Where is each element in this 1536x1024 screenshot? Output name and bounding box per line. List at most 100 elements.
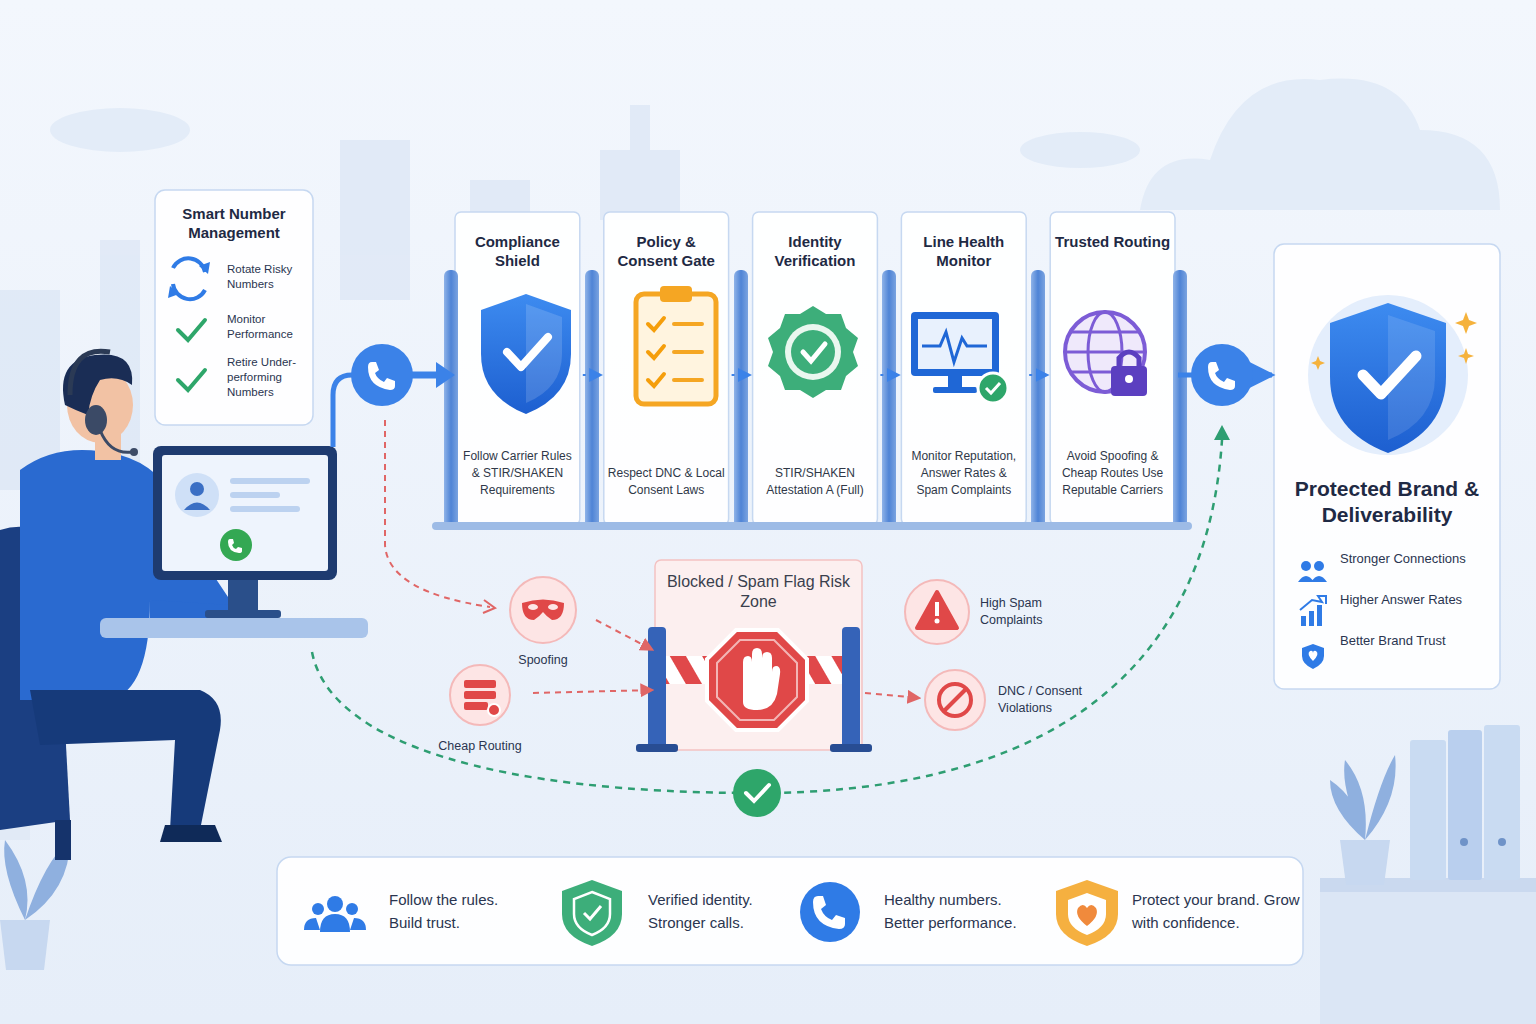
person-illustration-part [162,455,328,571]
person-illustration-part [85,405,107,435]
scenery-part [1460,838,1468,846]
risk-zone-box: Blocked / Spam Flag Risk Zone [655,560,862,750]
side-icons-part [173,258,205,272]
scenery-part [1484,725,1520,880]
heading-text: Line Health Monitor [905,232,1022,270]
scenery-part [0,920,50,970]
heading-text: Cheap Routing [438,739,521,753]
stage-icons-part-part [933,387,977,393]
stage-icons-part-part [911,312,999,376]
risk-icons [450,577,985,730]
brand-icons-part-part [1330,303,1446,453]
heading-text: High Spam Complaints [980,595,1064,629]
barrier-illustration-part-part [743,648,780,710]
risk-icons-part [944,689,966,711]
flow-connector [596,620,653,650]
stage-icons-part-part [481,294,571,414]
stage-icons-part [768,306,858,398]
node-panel [901,212,1026,525]
phone-connector-part [333,375,352,447]
brand-icons-part [1309,651,1318,661]
barrier-illustration-part [842,627,860,749]
gate-pillars-part [585,270,599,528]
tagline-text: Follow the rules. Build trust. [277,888,525,934]
person-illustration-part [205,610,281,618]
tagline-text: Healthy numbers. Better performance. [780,888,1030,934]
risk-icons-part [548,604,558,610]
body-text: Follow Carrier Rules & STIR/SHAKEN Requi… [459,448,576,499]
side-icons [168,258,210,390]
gate-stage-box: Line Health MonitorMonitor Reputation, A… [901,212,1026,525]
risk-icons-part [464,702,488,710]
stage-icons-part-part [1119,352,1139,366]
node-panel [604,212,729,525]
gate-pillars-part [1173,270,1187,528]
gate-stage-box: Trusted RoutingAvoid Spoofing & Cheap Ro… [1050,212,1175,525]
stage-icons-part [911,312,1008,403]
band-icons-part [574,892,610,935]
node-panel [155,190,313,425]
node-panel [455,212,580,525]
scenery-part [1410,740,1446,880]
barrier-illustration-part [707,630,807,730]
person-illustration-part [175,473,219,517]
stage-icons [481,286,1147,414]
barrier-illustration-part-part [717,640,797,720]
brand-icons-part [1298,561,1327,669]
stage-icons-part-part [785,324,841,380]
band-icons-part [562,880,622,946]
gate-pillars-part [734,270,748,528]
band-icons-part [327,896,343,912]
brand-icons-part-part [1314,561,1324,571]
brand-icons-part-part [1298,576,1327,582]
side-icons-part [173,284,205,299]
node-panel [655,560,862,750]
person-illustration-part [230,506,300,512]
risk-icons-part [488,704,500,716]
scenery-part [1498,838,1506,846]
body-text: Monitor Reputation, Answer Rates & Spam … [905,448,1022,499]
gate-pillars-part [444,270,458,528]
stage-icons-part-part [803,344,825,361]
risk-circle: Cheap Routing [430,663,530,753]
body-text: Rotate Risky Numbers [161,252,307,302]
stage-icons-part-part [636,294,716,404]
person-illustration-part [230,492,280,498]
band-icons-part [800,882,860,942]
brand-icons-part-part [1363,356,1416,394]
barrier-illustration-part [830,744,872,752]
call-end-phone [1191,344,1253,406]
band-icons [304,880,1118,946]
stage-icons-part [636,286,716,404]
person-illustration-part [30,690,221,830]
call-end-phone-part [1208,362,1235,390]
red-risk-path-part [483,600,495,613]
stage-icons-part-part [648,318,664,386]
heading-text: Blocked / Spam Flag Risk Zone [661,572,856,612]
risk-icons-part [464,691,496,699]
green-safe-path-part [1214,425,1230,440]
scenery-part-part [50,108,190,152]
heading-text: Policy & Consent Gate [608,232,725,270]
heading-text: Trusted Routing [1054,232,1171,251]
scenery-part-part [630,105,650,165]
band-phone-part [813,896,845,929]
brand-icons-part [1311,312,1477,370]
risk-icons-part [935,619,940,624]
body-text: Higher Answer Rates [1284,591,1490,608]
green-safe-path [312,425,1230,817]
risk-icons-part [917,592,957,628]
band-icons-part [346,903,358,915]
person-illustration-part [160,825,222,842]
brand-icons-part-part [1301,561,1311,571]
call-start-phone-part [351,344,413,406]
body-text: Retire Under-performing Numbers [161,352,307,402]
gate-stage-box: Compliance ShieldFollow Carrier Rules & … [455,212,580,525]
risk-circle: High Spam Complaints [904,580,1064,644]
person-illustration-part [190,482,204,496]
band-icons-part [1068,893,1106,935]
